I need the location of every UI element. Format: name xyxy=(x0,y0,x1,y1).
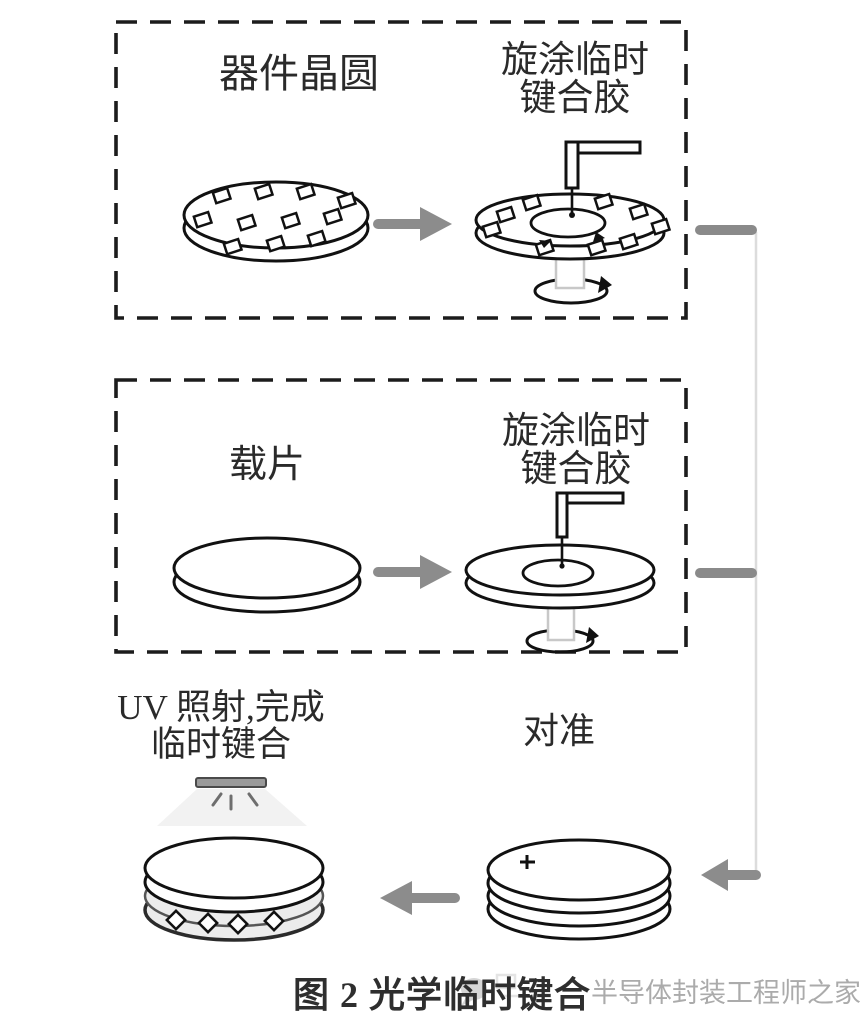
adhesive-puddle-1 xyxy=(529,207,607,239)
uv-lamp-drawing xyxy=(157,777,307,826)
uv-rays-icon xyxy=(211,792,259,811)
alignment-mark-icon xyxy=(520,855,535,869)
uv-lamp-bar xyxy=(195,777,267,788)
dispenser-2 xyxy=(555,491,625,569)
carrier-wafer-label: 载片 xyxy=(228,444,306,486)
aligned-stack-drawing xyxy=(486,838,672,941)
spread-mark-right xyxy=(593,232,605,242)
connector-lines xyxy=(695,225,761,891)
figure-caption: 图 2 光学临时键合 xyxy=(293,975,592,1015)
carrier-wafer-drawing xyxy=(172,536,362,614)
device-dies xyxy=(192,182,358,256)
flow-arrow-4-icon xyxy=(380,881,460,915)
bonded-stack-drawing xyxy=(143,836,325,942)
spread-mark-left xyxy=(539,240,551,248)
flow-arrow-3-icon xyxy=(701,859,761,891)
embedded-dies xyxy=(165,909,285,935)
spin-coater-2-drawing xyxy=(464,491,656,654)
alignment-label: 对准 xyxy=(522,711,596,751)
device-wafer-label: 器件晶圆 xyxy=(219,51,379,96)
spin-coater-1-drawing xyxy=(474,140,672,305)
step1-dashed-box xyxy=(114,20,688,320)
watermark-text: 半导体封装工程师之家 xyxy=(591,978,861,1008)
spin-chuck-2 xyxy=(546,606,576,642)
dispenser-1 xyxy=(564,140,642,218)
spin-coat-label-2: 旋涂临时 键合胶 xyxy=(502,411,650,490)
adhesive-puddle-2 xyxy=(521,558,595,588)
watermark-logo-blob xyxy=(461,973,545,1006)
flow-arrow-1-icon xyxy=(373,207,452,241)
device-wafer-drawing xyxy=(182,180,370,263)
coated-dies-1 xyxy=(481,192,672,257)
spin-chuck-1 xyxy=(554,254,586,290)
uv-bonding-label: UV 照射,完成 临时键合 xyxy=(117,688,325,764)
spin-coat-label-1: 旋涂临时 键合胶 xyxy=(501,40,649,119)
flow-arrow-2-icon xyxy=(373,555,452,589)
step2-dashed-box xyxy=(114,378,688,654)
